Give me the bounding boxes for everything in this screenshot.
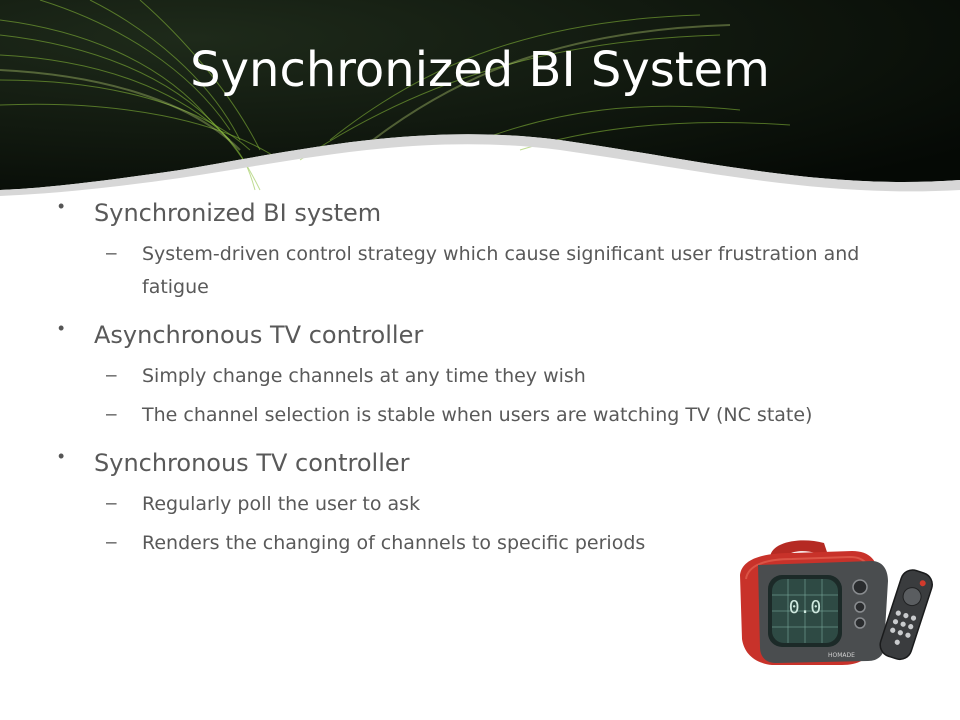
bullet-icon: •: [58, 196, 65, 216]
bullet-text: Synchronized BI system: [94, 199, 382, 227]
bullet-text: Asynchronous TV controller: [94, 321, 424, 349]
tv-brand-label: HOMADE: [828, 652, 855, 659]
sub-bullet-text: Regularly poll the user to ask: [142, 493, 421, 515]
dash-icon: –: [106, 404, 117, 425]
dash-icon: –: [106, 532, 117, 553]
bullet-item: • Synchronous TV controller: [58, 444, 928, 482]
sub-bullet-item: – Simply change channels at any time the…: [58, 360, 928, 393]
bullet-text: Synchronous TV controller: [94, 449, 410, 477]
slide-title: Synchronized BI System: [190, 42, 770, 98]
bullet-icon: •: [58, 446, 65, 466]
dash-icon: –: [106, 243, 117, 264]
sub-bullet-text: The channel selection is stable when use…: [142, 404, 813, 426]
sub-bullet-text: Renders the changing of channels to spec…: [142, 532, 646, 554]
bullet-item: • Asynchronous TV controller: [58, 316, 928, 354]
header-banner: [0, 0, 960, 196]
sub-bullet-item: – Regularly poll the user to ask: [58, 488, 928, 521]
dash-icon: –: [106, 365, 117, 386]
sub-bullet-text: System-driven control strategy which cau…: [142, 243, 860, 298]
sub-bullet-item: – System-driven control strategy which c…: [58, 238, 928, 304]
tv-remote-illustration: 0.0 HOMADE: [740, 540, 933, 665]
sub-bullet-item: – Renders the changing of channels to sp…: [58, 527, 928, 560]
sub-bullet-text: Simply change channels at any time they …: [142, 365, 586, 387]
bullet-icon: •: [58, 318, 65, 338]
bullet-item: • Synchronized BI system: [58, 194, 928, 232]
tv-screen-text: 0.0: [789, 597, 822, 618]
bullet-list: • Synchronized BI system – System-driven…: [58, 194, 928, 560]
dash-icon: –: [106, 493, 117, 514]
sub-bullet-item: – The channel selection is stable when u…: [58, 399, 928, 432]
